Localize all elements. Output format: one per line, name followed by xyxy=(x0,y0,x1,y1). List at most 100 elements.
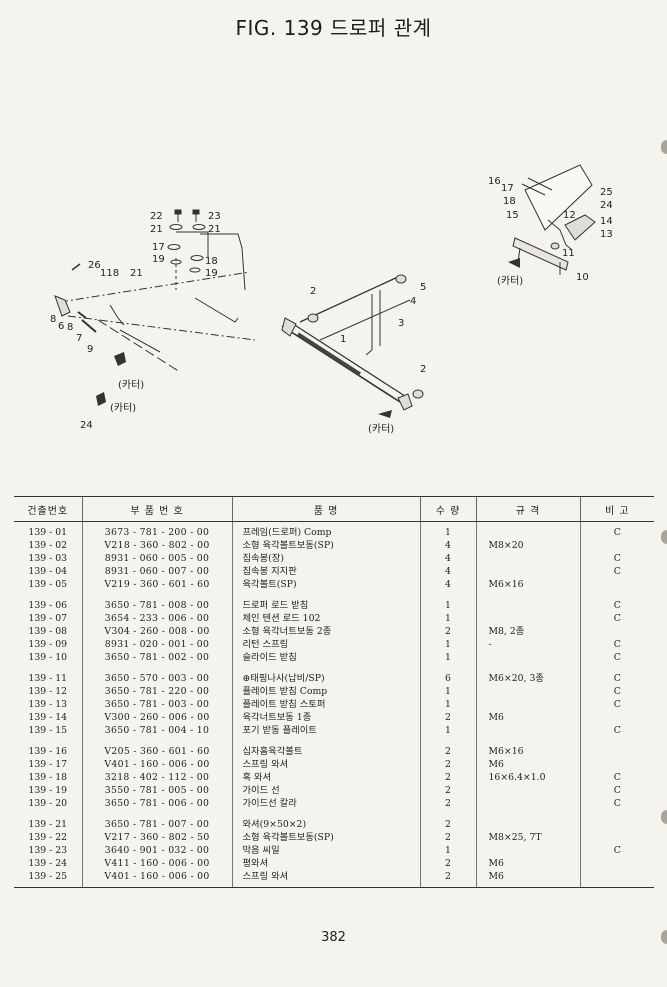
row-part-name: 드로퍼 로드 받침 xyxy=(231,599,420,612)
row-index-no: 139 - 01 xyxy=(28,527,68,538)
row-group-gap xyxy=(14,810,654,818)
callout: 21 xyxy=(130,268,143,279)
callout: 21 xyxy=(208,224,221,235)
callout: 17 xyxy=(152,242,165,253)
gap-cell xyxy=(579,810,654,818)
row-quantity: 1 xyxy=(419,724,476,737)
row-part-name: 체인 텐션 로드 102 xyxy=(231,612,420,625)
row-quantity: 2 xyxy=(419,831,476,844)
table-header-row: 건출번호 부 품 번 호 품 명 수 량 규 격 비 고 xyxy=(14,496,654,522)
row-part-no: 8931 - 060 - 005 - 00 xyxy=(81,552,232,565)
row-part-name: 스프링 와셔 xyxy=(231,758,420,771)
callout: 6 xyxy=(58,321,64,332)
callout: 13 xyxy=(600,229,613,240)
gap-cell xyxy=(419,664,476,672)
callout: 24 xyxy=(80,420,93,431)
gap-cell xyxy=(81,664,232,672)
row-remarks xyxy=(579,818,654,831)
row-index-no: 139 - 20 xyxy=(28,798,68,809)
row-remarks xyxy=(579,831,654,844)
row-group-gap xyxy=(14,664,654,672)
row-quantity: 2 xyxy=(419,784,476,797)
cutter-label: (카터) xyxy=(110,402,136,414)
row-remarks xyxy=(579,857,654,870)
row-spec xyxy=(475,521,580,539)
row-part-no: V411 - 160 - 006 - 00 xyxy=(81,857,232,870)
header-remarks: 비 고 xyxy=(579,496,654,522)
row-quantity: 1 xyxy=(419,599,476,612)
header-quantity: 수 량 xyxy=(419,496,476,522)
row-part-no: 3673 - 781 - 200 - 00 xyxy=(81,521,232,539)
cutter-label: (카터) xyxy=(497,275,523,287)
stopper-plate xyxy=(524,164,593,231)
header-part-no: 부 품 번 호 xyxy=(81,496,232,522)
gap-cell xyxy=(475,810,580,818)
left-guide-line xyxy=(97,319,181,373)
row-part-name: 막음 씨일 xyxy=(231,844,420,857)
row-spec: M6×16 xyxy=(475,578,580,591)
row-remarks xyxy=(579,870,654,888)
gap-cell xyxy=(231,737,420,745)
row-part-no: V300 - 260 - 006 - 00 xyxy=(81,711,232,724)
row-spec: M6 xyxy=(475,758,580,771)
row-index-no: 139 - 15 xyxy=(28,725,68,736)
row-spec: M8, 2종 xyxy=(475,625,580,638)
exploded-parts-diagram: 22 23 21 21 17 18 19 19 118 21 26 8 6 8 … xyxy=(50,164,613,435)
header-part-name: 품 명 xyxy=(231,496,420,522)
row-part-name: 집속봉 지지판 xyxy=(231,565,420,578)
page-number: 382 xyxy=(321,930,346,945)
cutter-label: (카터) xyxy=(118,379,144,391)
callout: 24 xyxy=(600,200,613,211)
row-part-no: 3650 - 781 - 002 - 00 xyxy=(81,651,232,664)
callout: 11 xyxy=(562,248,575,259)
row-quantity: 2 xyxy=(419,711,476,724)
row-index-no: 139 - 08 xyxy=(28,626,68,637)
callout: 7 xyxy=(76,333,82,344)
row-part-no: 8931 - 060 - 007 - 00 xyxy=(81,565,232,578)
callout: 18 xyxy=(205,256,218,267)
gap-cell xyxy=(475,591,580,599)
row-spec xyxy=(475,651,580,664)
row-index-no: 139 - 09 xyxy=(28,639,68,650)
header-spec: 규 격 xyxy=(475,496,580,522)
row-quantity: 2 xyxy=(419,870,476,888)
callout: 10 xyxy=(576,272,589,283)
row-part-name: 와셔(9×50×2) xyxy=(231,818,420,831)
gap-cell xyxy=(14,664,82,672)
row-remarks: C xyxy=(579,599,654,612)
row-index-no: 139 - 25 xyxy=(14,870,82,888)
gap-cell xyxy=(419,737,476,745)
row-index-no: 139 - 03 xyxy=(28,553,68,564)
row-quantity: 2 xyxy=(419,745,476,758)
row-spec: M6 xyxy=(475,857,580,870)
row-spec: M8×25, 7T xyxy=(475,831,580,844)
callout: 25 xyxy=(600,187,613,198)
row-part-name: 육각너트보동 1종 xyxy=(231,711,420,724)
row-remarks xyxy=(579,711,654,724)
row-remarks: C xyxy=(579,565,654,578)
row-group-gap xyxy=(14,737,654,745)
row-index-no: 139 - 06 xyxy=(28,600,68,611)
callout: 12 xyxy=(563,210,576,221)
row-quantity: 1 xyxy=(419,638,476,651)
chain-tension-rod xyxy=(371,290,381,350)
gap-cell xyxy=(579,591,654,599)
row-remarks: C xyxy=(579,552,654,565)
row-spec: M6×20, 3종 xyxy=(475,672,580,685)
row-part-name: ⊕태핑나사(납비/SP) xyxy=(231,672,420,685)
row-part-name: 포기 받동 플레이트 xyxy=(231,724,420,737)
row-part-no: V217 - 360 - 802 - 50 xyxy=(81,831,232,844)
gap-cell xyxy=(14,810,82,818)
row-part-name: 평와셔 xyxy=(231,857,420,870)
